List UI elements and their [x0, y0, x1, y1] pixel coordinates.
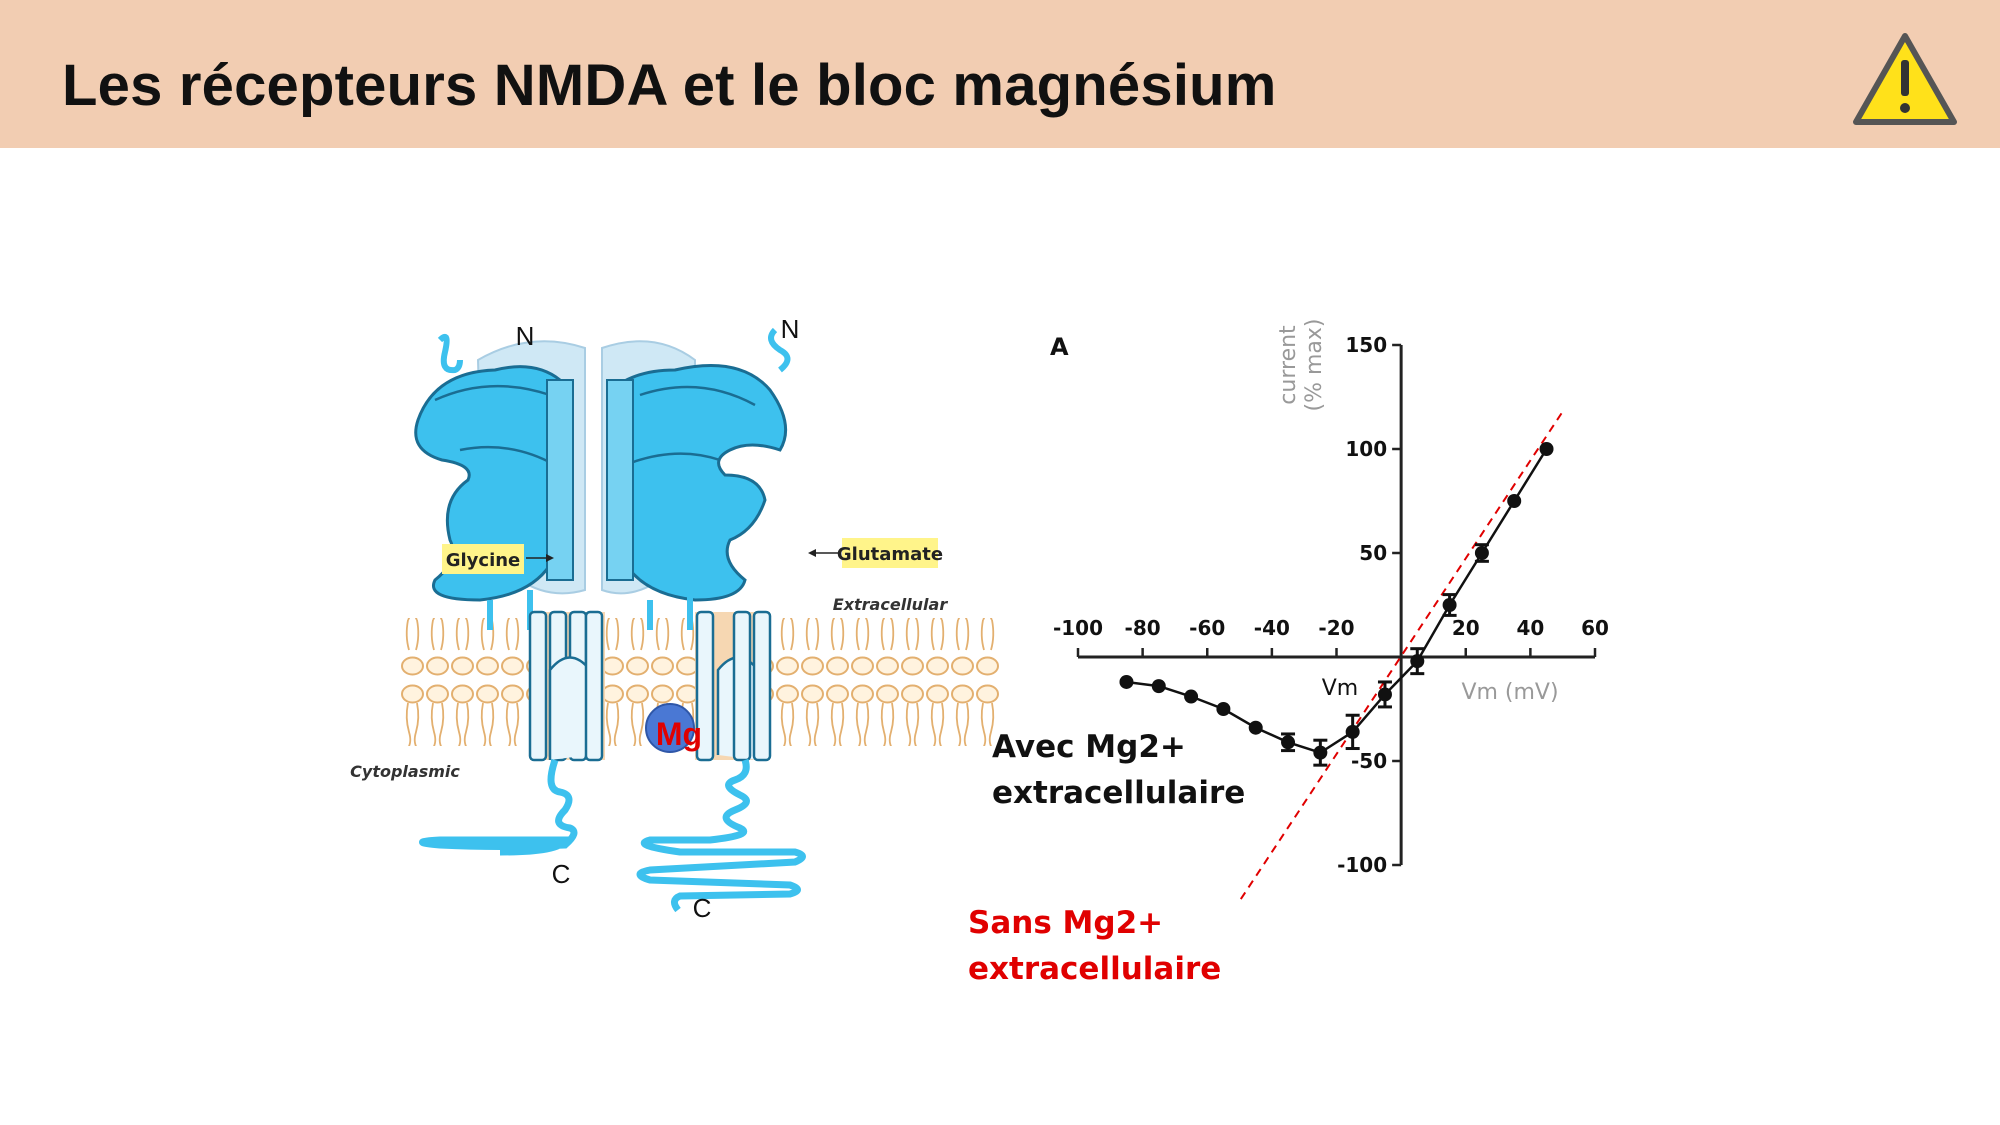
title-bar: Les récepteurs NMDA et le bloc magnésium	[0, 0, 2000, 148]
glycine-label: Glycine	[446, 550, 521, 571]
right-subunit	[606, 364, 788, 630]
data-point	[1474, 546, 1489, 560]
x-tick-label: -80	[1125, 616, 1161, 640]
x-tick-label: 40	[1516, 616, 1544, 640]
left-subunit	[414, 365, 574, 630]
x-tick-label: 20	[1452, 616, 1480, 640]
data-point	[1507, 494, 1522, 508]
y-axis-label-line1: current	[1276, 325, 1301, 405]
y-tick-label: 100	[1345, 437, 1387, 461]
data-point	[1313, 745, 1328, 760]
c-label-right: C	[693, 893, 712, 923]
data-point	[1442, 598, 1457, 612]
data-point	[1377, 687, 1392, 702]
y-tick-label: 50	[1359, 541, 1387, 565]
data-point	[1216, 702, 1231, 716]
data-point	[1539, 442, 1554, 456]
panel-label: A	[1050, 333, 1069, 361]
cytoplasmic-label: Cytoplasmic	[350, 762, 460, 781]
y-tick-label: -100	[1337, 853, 1387, 877]
annotation-sans-mg: Sans Mg2+ extracellulaire	[968, 900, 1221, 992]
x-tick-label: -40	[1254, 616, 1290, 640]
annotation-avec-line2: extracellulaire	[992, 775, 1246, 811]
x-axis-label: Vm (mV)	[1461, 680, 1558, 705]
c-terminal-right	[636, 758, 806, 913]
annotation-sans-line1: Sans Mg2+	[968, 905, 1164, 941]
n-terminal-left	[437, 334, 463, 374]
data-point	[1119, 674, 1134, 689]
y-axis-label: current (% max)	[1276, 320, 1327, 412]
annotation-avec-mg: Avec Mg2+ extracellulaire	[992, 724, 1245, 816]
annotation-sans-line2: extracellulaire	[968, 951, 1222, 987]
warning-triangle-icon	[1853, 33, 1957, 125]
y-tick-label: 150	[1345, 333, 1387, 357]
data-point	[1345, 724, 1360, 739]
y-axis-label-line2: (% max)	[1302, 320, 1327, 412]
channel-left	[528, 610, 605, 762]
data-point	[1410, 654, 1425, 669]
slide-title: Les récepteurs NMDA et le bloc magnésium	[62, 53, 1277, 118]
y-tick-label: -50	[1351, 749, 1387, 773]
extracellular-label: Extracellular	[833, 595, 949, 614]
series-sans-mg-line	[1239, 411, 1564, 900]
data-point	[1184, 689, 1199, 704]
mg-ion	[645, 703, 695, 753]
x-tick-label: 60	[1581, 616, 1609, 640]
x-tick-label: -20	[1318, 616, 1354, 640]
vm-label: Vm	[1322, 676, 1358, 701]
series-avec-mg-line	[1126, 448, 1548, 755]
data-point	[1248, 720, 1263, 735]
glutamate-label: Glutamate	[837, 544, 943, 565]
glutamate-arrowhead	[808, 549, 816, 557]
glutamate-box	[842, 538, 938, 568]
nmda-receptor-diagram: Mg N N C C Glycine Glutamate Extracellul…	[350, 314, 1000, 923]
n-terminal-right	[768, 327, 791, 373]
x-tick-label: -60	[1189, 616, 1225, 640]
annotation-avec-line1: Avec Mg2+	[992, 729, 1186, 765]
x-tick-label: -100	[1053, 616, 1103, 640]
n-label-right: N	[781, 314, 800, 344]
data-point	[1151, 679, 1166, 694]
glycine-box	[442, 544, 524, 574]
data-point	[1281, 735, 1296, 750]
mg-label: Mg	[656, 716, 702, 752]
c-terminal-left	[419, 758, 578, 856]
channel-right	[695, 610, 772, 762]
c-label-left: C	[552, 859, 571, 889]
glycine-arrowhead	[546, 554, 554, 562]
n-label-left: N	[516, 321, 535, 351]
